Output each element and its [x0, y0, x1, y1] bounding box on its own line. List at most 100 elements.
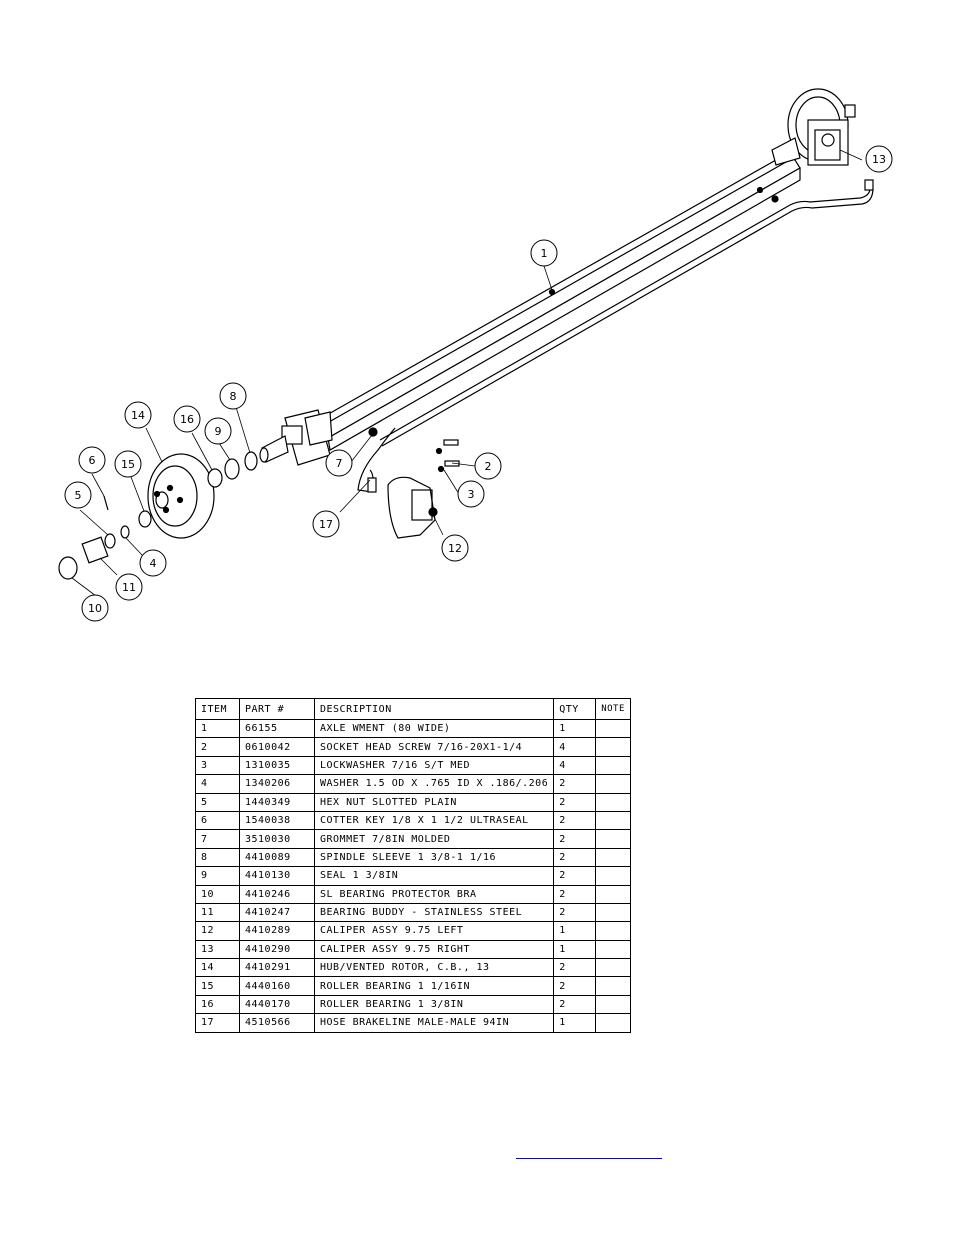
svg-text:5: 5 — [75, 489, 82, 502]
svg-text:8: 8 — [230, 390, 237, 403]
bom-cell-item: 14 — [195, 958, 240, 978]
bom-cell-note — [595, 902, 631, 923]
hub-rotor — [147, 453, 215, 539]
svg-text:12: 12 — [448, 542, 462, 555]
bom-cell-item: 8 — [195, 847, 240, 868]
bom-cell-description: COTTER KEY 1/8 X 1 1/2 ULTRASEAL — [313, 810, 555, 831]
bom-cell-qty: 1 — [553, 1013, 597, 1033]
bom-cell-description: WASHER 1.5 OD X .765 ID X .186/.206 — [313, 774, 555, 794]
bom-cell-item: 2 — [195, 737, 240, 757]
bom-header-note: NOTE — [595, 698, 631, 720]
callout-10: 10 — [81, 594, 109, 622]
bom-cell-qty: 2 — [553, 994, 597, 1015]
bom-cell-description: ROLLER BEARING 1 3/8IN — [313, 994, 555, 1015]
bom-cell-note — [595, 976, 631, 996]
bom-cell-note — [595, 866, 631, 886]
bom-cell-part: 4440160 — [239, 976, 315, 996]
bom-cell-part: 4410247 — [239, 902, 315, 923]
bom-cell-description: SOCKET HEAD SCREW 7/16-20X1-1/4 — [313, 737, 555, 757]
bom-cell-part: 3510030 — [239, 829, 315, 849]
bom-cell-note — [595, 939, 631, 960]
bom-cell-part: 0610042 — [239, 737, 315, 757]
bom-cell-part: 4510566 — [239, 1013, 315, 1033]
bom-cell-qty: 2 — [553, 829, 597, 849]
bom-cell-qty: 2 — [553, 866, 597, 886]
brake-line — [379, 187, 871, 441]
bom-cell-description: CALIPER ASSY 9.75 LEFT — [313, 921, 555, 941]
bom-cell-item: 10 — [195, 884, 240, 904]
bom-cell-item: 1 — [195, 718, 240, 739]
bom-header-description: DESCRIPTION — [313, 698, 555, 720]
bom-cell-part: 4410290 — [239, 939, 315, 960]
bom-cell-part: 4410291 — [239, 958, 315, 978]
bom-cell-qty: 2 — [553, 810, 597, 831]
bom-cell-item: 7 — [195, 829, 240, 849]
bom-cell-item: 16 — [195, 994, 240, 1015]
bom-cell-qty: 2 — [553, 847, 597, 868]
bom-cell-note — [595, 829, 631, 849]
bom-cell-item: 5 — [195, 792, 240, 812]
bom-header-row: ITEM PART # DESCRIPTION QTY NOTE — [195, 698, 631, 720]
bom-cell-description: BEARING BUDDY - STAINLESS STEEL — [313, 902, 555, 923]
bom-cell-qty: 1 — [553, 718, 597, 739]
bom-cell-description: ROLLER BEARING 1 1/16IN — [313, 976, 555, 996]
bom-cell-note — [595, 755, 631, 776]
callout-6: 6 — [78, 446, 106, 474]
callout-5: 5 — [64, 481, 92, 509]
bom-cell-part: 1540038 — [239, 810, 315, 831]
bom-cell-item: 12 — [195, 921, 240, 941]
bom-cell-qty: 2 — [553, 774, 597, 794]
callout-7: 7 — [325, 449, 353, 477]
svg-text:17: 17 — [319, 518, 333, 531]
svg-text:3: 3 — [468, 488, 475, 501]
axle-tube — [317, 151, 801, 451]
bom-cell-part: 4410130 — [239, 866, 315, 886]
bom-cell-part: 4410246 — [239, 884, 315, 904]
bom-cell-part: 1310035 — [239, 755, 315, 776]
bom-cell-qty: 1 — [553, 939, 597, 960]
callout-17: 17 — [312, 510, 340, 538]
bom-cell-qty: 2 — [553, 958, 597, 978]
bom-cell-item: 9 — [195, 866, 240, 886]
left-spindle — [259, 409, 333, 466]
bom-header-part: PART # — [239, 698, 315, 720]
leader-lines — [71, 149, 863, 597]
svg-text:1: 1 — [541, 247, 548, 260]
bom-cell-note — [595, 994, 631, 1015]
callout-13: 13 — [865, 145, 893, 173]
svg-text:10: 10 — [88, 602, 102, 615]
bom-cell-part: 4410089 — [239, 847, 315, 868]
callout-3: 3 — [457, 480, 485, 508]
svg-text:2: 2 — [485, 460, 492, 473]
bom-cell-item: 3 — [195, 755, 240, 776]
bearing-stack — [58, 451, 258, 580]
svg-text:6: 6 — [89, 454, 96, 467]
bom-cell-note — [595, 958, 631, 978]
bom-cell-note — [595, 792, 631, 812]
socket-screws — [435, 439, 460, 473]
bom-cell-description: SL BEARING PROTECTOR BRA — [313, 884, 555, 904]
callout-16: 16 — [173, 405, 201, 433]
svg-text:4: 4 — [150, 557, 157, 570]
bom-cell-description: SPINDLE SLEEVE 1 3/8-1 1/16 — [313, 847, 555, 868]
bom-cell-item: 17 — [195, 1013, 240, 1033]
callout-2: 2 — [474, 452, 502, 480]
bom-cell-part: 1440349 — [239, 792, 315, 812]
callout-15: 15 — [114, 450, 142, 478]
svg-text:11: 11 — [122, 581, 136, 594]
bom-cell-description: LOCKWASHER 7/16 S/T MED — [313, 755, 555, 776]
hyperlink-underline[interactable] — [516, 1158, 662, 1159]
